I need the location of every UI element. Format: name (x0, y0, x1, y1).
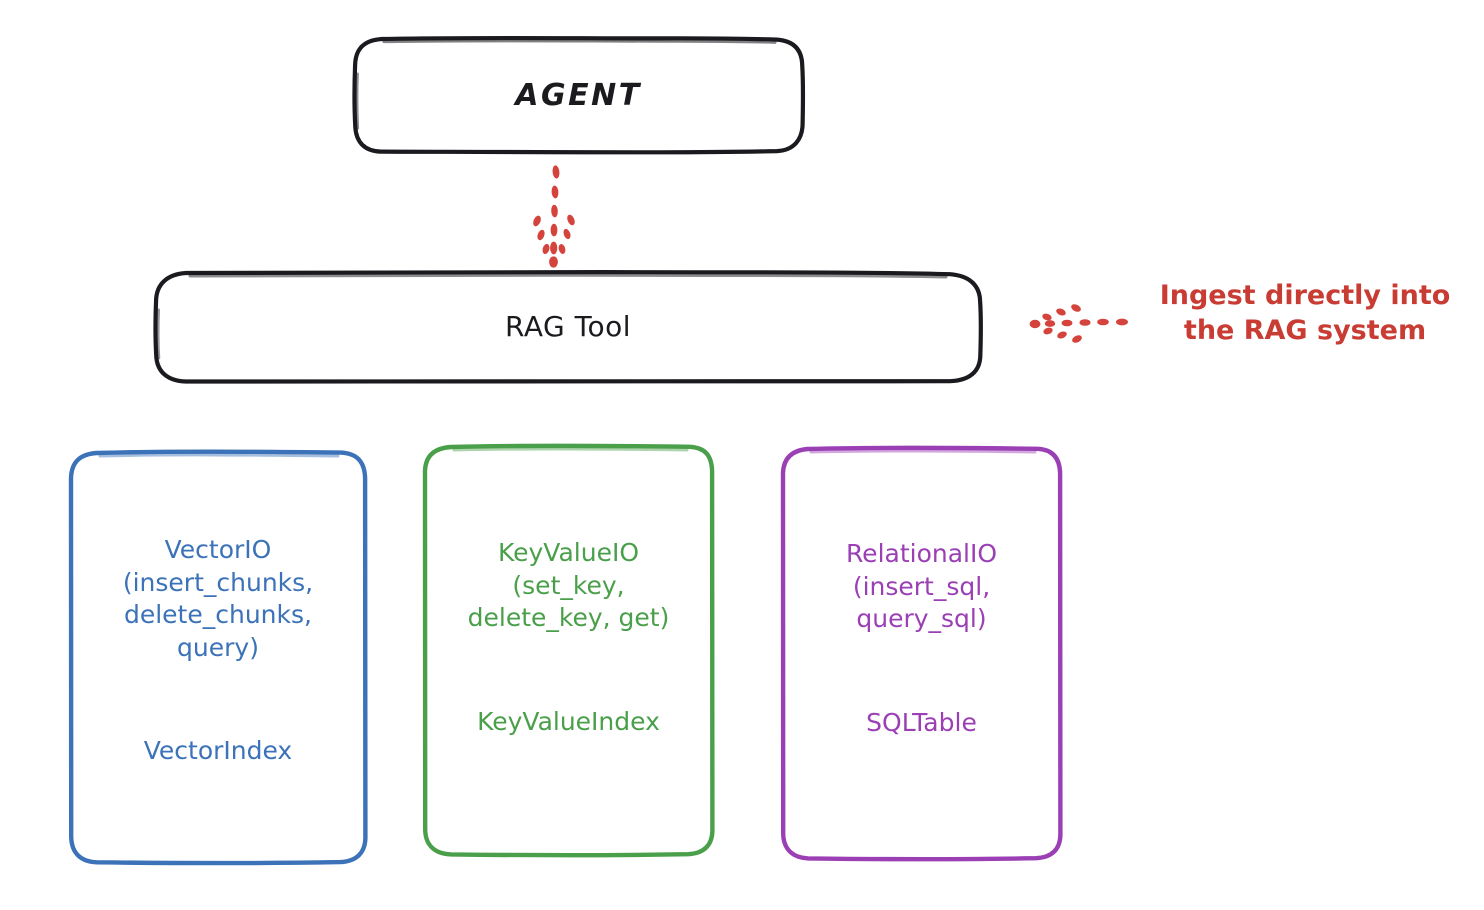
key-value-io-box[interactable] (422, 443, 716, 858)
ingest-connector-icon (1029, 304, 1128, 343)
rag-tool-box[interactable] (153, 269, 983, 385)
relational-io-box[interactable] (780, 445, 1064, 862)
agent-box[interactable] (352, 35, 806, 155)
vector-io-box[interactable] (68, 449, 369, 866)
agent-to-rag-connector-icon (533, 165, 575, 268)
